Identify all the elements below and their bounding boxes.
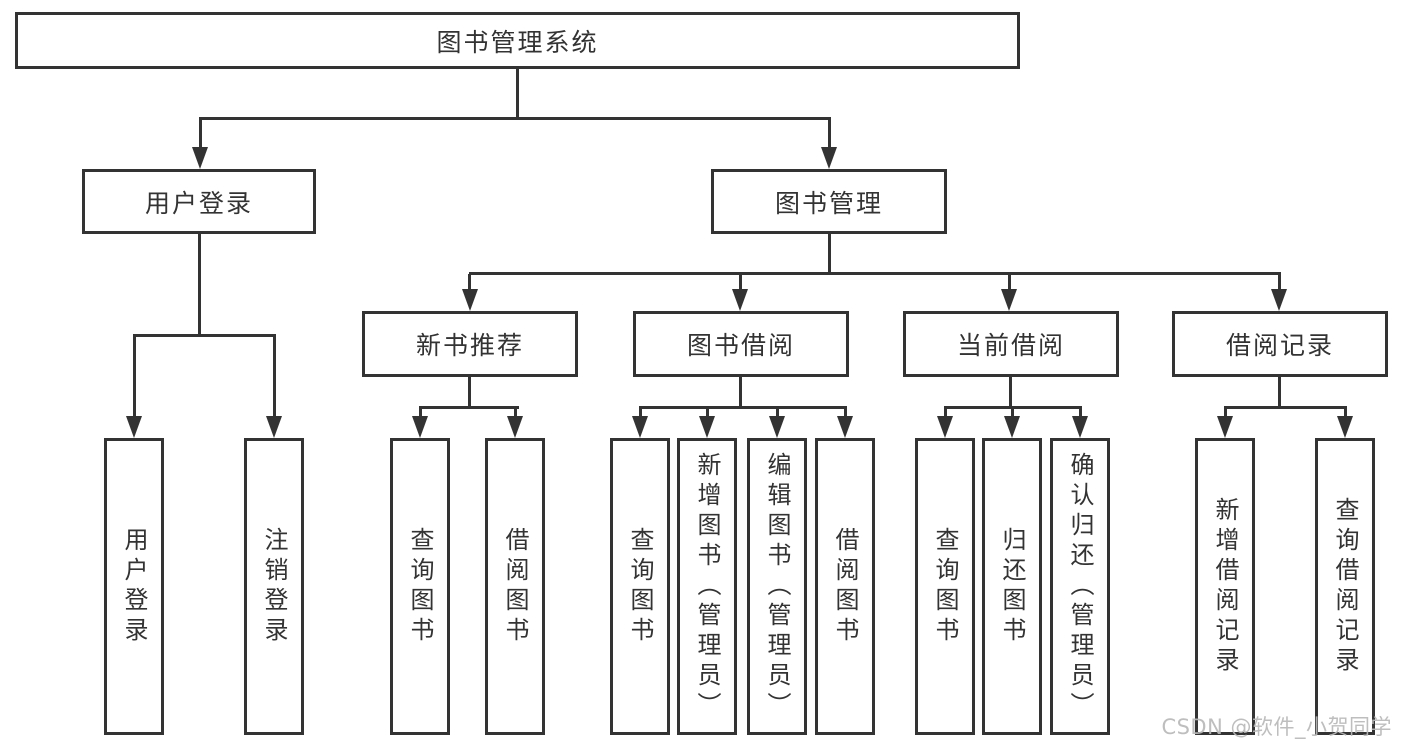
leaf-query-books-current: 查询图书	[915, 438, 975, 735]
connector-stem	[1278, 274, 1281, 291]
connector-mgmt-stem	[828, 234, 831, 274]
connector-stem	[1008, 274, 1011, 291]
connector-borrowmgmt-rail	[639, 406, 847, 409]
leaf-query-borrow-record: 查询借阅记录	[1315, 438, 1375, 735]
connector-recommend-stem	[468, 377, 471, 408]
leaf-edit-book-admin: 编辑图书（管理员）	[747, 438, 807, 735]
connector-stem	[828, 117, 831, 149]
connector-stem	[1344, 408, 1347, 418]
arrowhead-down-icon	[769, 416, 785, 438]
connector-login-stem	[198, 234, 201, 336]
arrowhead-down-icon	[821, 147, 837, 169]
node-current-borrowing: 当前借阅	[903, 311, 1119, 377]
arrowhead-down-icon	[1217, 416, 1233, 438]
connector-stem	[944, 408, 947, 418]
connector-borrowmgmt-stem	[739, 377, 742, 408]
leaf-label: 查询图书	[626, 526, 654, 647]
arrowhead-down-icon	[632, 416, 648, 438]
arrowhead-down-icon	[507, 416, 523, 438]
leaf-label: 编辑图书（管理员）	[763, 451, 791, 722]
arrowhead-down-icon	[1271, 289, 1287, 311]
arrowhead-down-icon	[266, 416, 282, 438]
node-root: 图书管理系统	[15, 12, 1020, 69]
leaf-logout: 注销登录	[244, 438, 304, 735]
arrowhead-down-icon	[837, 416, 853, 438]
leaf-query-books-recommend: 查询图书	[390, 438, 450, 735]
leaf-query-books-borrowing: 查询图书	[610, 438, 670, 735]
node-label: 新书推荐	[415, 331, 524, 360]
connector-current-rail	[944, 406, 1082, 409]
connector-stem	[639, 408, 642, 418]
arrowhead-down-icon	[1004, 416, 1020, 438]
node-new-book-recommend: 新书推荐	[362, 311, 578, 377]
connector-root-stem	[516, 68, 519, 119]
connector-stem	[199, 117, 202, 149]
connector-stem	[739, 274, 742, 291]
arrowhead-down-icon	[1337, 416, 1353, 438]
connector-stem	[273, 336, 276, 418]
node-label: 用户登录	[144, 188, 253, 218]
connector-current-stem	[1009, 377, 1012, 408]
node-label: 当前借阅	[956, 331, 1065, 360]
leaf-label: 查询借阅记录	[1331, 496, 1359, 677]
connector-stem	[1011, 408, 1014, 418]
node-book-borrowing: 图书借阅	[633, 311, 849, 377]
leaf-user-login: 用户登录	[104, 438, 164, 735]
arrowhead-down-icon	[192, 147, 208, 169]
leaf-label: 借阅图书	[501, 526, 529, 647]
leaf-add-book-admin: 新增图书（管理员）	[677, 438, 737, 735]
connector-records-stem	[1278, 377, 1281, 408]
node-label: 图书管理	[774, 188, 883, 218]
connector-login-rail	[133, 334, 276, 337]
node-label: 图书借阅	[686, 331, 795, 360]
arrowhead-down-icon	[937, 416, 953, 438]
connector-stem	[419, 408, 422, 418]
connector-stem	[514, 408, 517, 418]
leaf-return-book: 归还图书	[982, 438, 1042, 735]
leaf-label: 用户登录	[120, 526, 148, 647]
arrowhead-down-icon	[412, 416, 428, 438]
leaf-label: 查询图书	[931, 526, 959, 647]
leaf-label: 查询图书	[406, 526, 434, 647]
connector-stem	[468, 274, 471, 291]
connector-records-rail	[1224, 406, 1347, 409]
leaf-borrow-books: 借阅图书	[815, 438, 875, 735]
leaf-label: 新增图书（管理员）	[693, 451, 721, 722]
leaf-label: 确认归还（管理员）	[1066, 451, 1094, 722]
connector-recommend-rail	[419, 406, 519, 409]
connector-stem	[1224, 408, 1227, 418]
arrowhead-down-icon	[126, 416, 142, 438]
arrowhead-down-icon	[462, 289, 478, 311]
leaf-label: 注销登录	[260, 526, 288, 647]
arrowhead-down-icon	[1001, 289, 1017, 311]
node-user-login: 用户登录	[82, 169, 316, 234]
node-root-label: 图书管理系统	[436, 27, 599, 57]
leaf-label: 新增借阅记录	[1211, 496, 1239, 677]
connector-stem	[1079, 408, 1082, 418]
csdn-watermark: CSDN @软件_小贺同学	[1161, 715, 1392, 739]
connector-stem	[706, 408, 709, 418]
leaf-label: 归还图书	[998, 526, 1026, 647]
node-book-management: 图书管理	[711, 169, 947, 234]
connector-stem	[776, 408, 779, 418]
arrowhead-down-icon	[699, 416, 715, 438]
leaf-add-borrow-record: 新增借阅记录	[1195, 438, 1255, 735]
node-borrow-records: 借阅记录	[1172, 311, 1388, 377]
connector-level1-rail	[199, 117, 831, 120]
connector-stem	[844, 408, 847, 418]
connector-stem	[133, 336, 136, 418]
leaf-confirm-return-admin: 确认归还（管理员）	[1050, 438, 1110, 735]
arrowhead-down-icon	[1072, 416, 1088, 438]
leaf-borrow-books-recommend: 借阅图书	[485, 438, 545, 735]
leaf-label: 借阅图书	[831, 526, 859, 647]
connector-mgmt-rail	[469, 272, 1281, 275]
node-label: 借阅记录	[1225, 331, 1334, 360]
arrowhead-down-icon	[732, 289, 748, 311]
